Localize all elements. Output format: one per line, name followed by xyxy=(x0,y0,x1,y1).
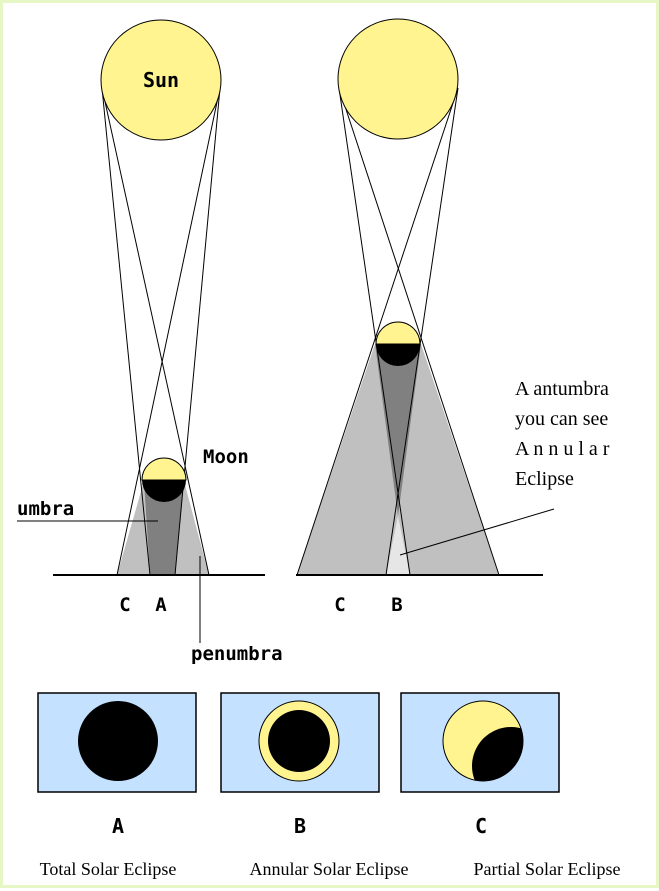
left-moon-dark xyxy=(142,480,186,502)
left-sun-rays xyxy=(101,87,221,576)
sun-label: Sun xyxy=(143,68,179,92)
right-eclipse-geometry xyxy=(296,18,500,576)
panel-a-caption: Total Solar Eclipse xyxy=(40,859,177,879)
panel-c-moon-disc xyxy=(472,727,523,781)
panel-partial-eclipse xyxy=(400,692,560,793)
panel-c-letter: C xyxy=(475,814,487,838)
umbra-label: umbra xyxy=(17,498,74,520)
panel-b-moon-disc xyxy=(268,710,330,772)
panel-a-moon-disc xyxy=(78,701,158,781)
ground-right-b-label: B xyxy=(391,594,402,616)
right-sun xyxy=(337,18,459,140)
panel-b-caption: Annular Solar Eclipse xyxy=(250,859,409,879)
antumbra-line-4: Eclipse xyxy=(515,468,574,490)
antumbra-line-2: you can see xyxy=(515,408,608,430)
left-umbra-region xyxy=(144,481,184,575)
ground-left-a-label: A xyxy=(155,594,167,616)
antumbra-line-3: A n n u l a r xyxy=(515,438,610,460)
left-eclipse-geometry xyxy=(100,19,222,576)
antumbra-line-1: A antumbra xyxy=(515,378,609,400)
panel-annular-eclipse xyxy=(220,692,380,793)
panel-total-eclipse xyxy=(37,692,197,793)
panel-a-letter: A xyxy=(112,814,124,838)
ground-left-c-label: C xyxy=(119,594,130,616)
ground-right-c-label: C xyxy=(334,594,345,616)
right-antumbra-region xyxy=(386,516,410,575)
penumbra-label: penumbra xyxy=(191,643,283,665)
right-umbra-region xyxy=(375,344,421,516)
right-sun-rays xyxy=(296,87,500,576)
antumbra-leader-line xyxy=(399,508,555,556)
left-sun xyxy=(100,19,222,141)
antumbra-annotation: A antumbra you can see A n n u l a r Ecl… xyxy=(515,378,610,490)
right-moon-dark xyxy=(376,344,420,366)
panel-b-letter: B xyxy=(294,814,306,838)
moon-label: Moon xyxy=(203,446,249,468)
panel-c-caption: Partial Solar Eclipse xyxy=(474,859,621,879)
left-moon-lit xyxy=(141,457,187,481)
right-moon-lit xyxy=(375,321,421,345)
